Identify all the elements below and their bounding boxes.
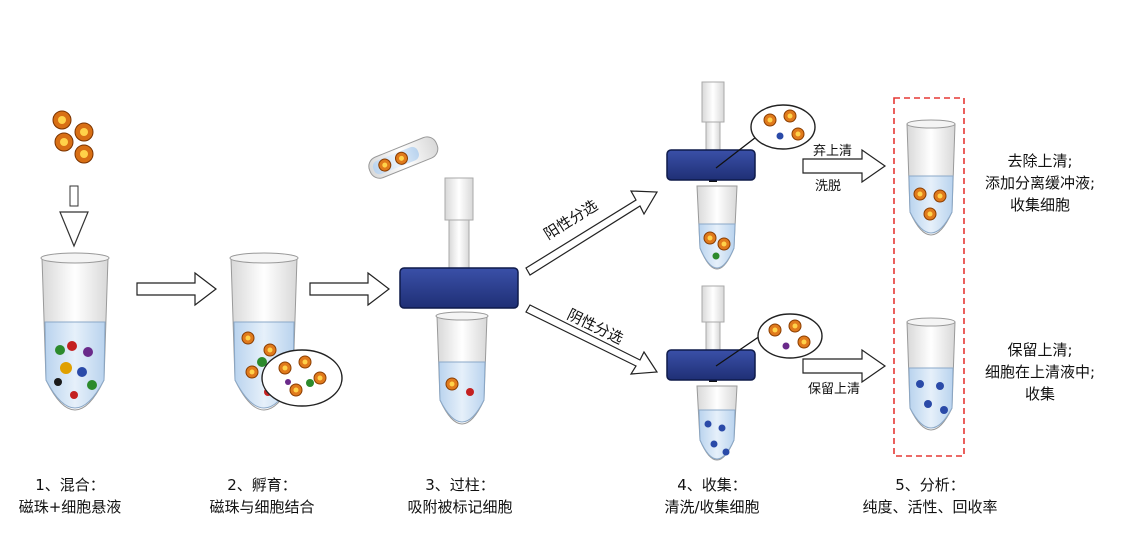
pointer-positive <box>715 133 761 169</box>
step-5-title: 5、分析： <box>895 476 965 494</box>
pointer-negative <box>715 335 761 367</box>
positive-branch-arrow: 阳性分选 <box>525 190 659 276</box>
tube-mix <box>40 252 110 411</box>
positive-note-3: 收集细胞 <box>1010 196 1070 214</box>
result-tube-negative <box>906 317 956 431</box>
discard-arrow <box>802 148 887 184</box>
negative-note-1: 保留上清; <box>1007 341 1072 359</box>
dropper-icon <box>59 185 89 248</box>
step-captions: 1、混合： 磁珠+细胞悬液 2、孵育： 磁珠与细胞结合 3、过柱： 吸附被标记细… <box>19 476 998 516</box>
zoom-bubble-incubate <box>261 349 343 407</box>
zoom-bubble-positive <box>750 104 816 150</box>
negative-branch-arrow: 阴性分选 <box>525 304 659 375</box>
flow-arrow-2 <box>309 271 390 307</box>
negative-notes: 保留上清; 细胞在上清液中; 收集 <box>985 341 1095 403</box>
tube-negative <box>696 385 738 461</box>
magnet-negative <box>666 349 756 381</box>
step-4-sub: 清洗/收集细胞 <box>664 498 759 516</box>
result-tube-positive <box>906 119 956 236</box>
step-1-sub: 磁珠+细胞悬液 <box>19 498 122 516</box>
step-2-sub: 磁珠与细胞结合 <box>209 498 314 516</box>
pour-tube <box>368 136 439 179</box>
negative-note-2: 细胞在上清液中; <box>985 363 1095 381</box>
collection-tube-3 <box>435 311 489 425</box>
tube-positive <box>696 185 738 270</box>
magnet-positive <box>666 149 756 181</box>
elute-label: 洗脱 <box>815 179 841 194</box>
positive-notes: 去除上清; 添加分离缓冲液; 收集细胞 <box>985 152 1095 214</box>
step-3-sub: 吸附被标记细胞 <box>407 498 512 516</box>
positive-note-2: 添加分离缓冲液; <box>985 174 1095 192</box>
negative-note-3: 收集 <box>1025 385 1055 403</box>
bead-cluster <box>52 110 94 164</box>
flow-arrow-1 <box>136 271 217 307</box>
magnet <box>399 267 519 309</box>
step-3-title: 3、过柱： <box>425 476 495 494</box>
positive-note-1: 去除上清; <box>1007 152 1072 170</box>
step-4-title: 4、收集： <box>677 476 747 494</box>
analysis-highlight-box <box>893 97 965 457</box>
step-5-sub: 纯度、活性、回收率 <box>862 498 997 516</box>
keep-label: 保留上清 <box>808 382 860 397</box>
discard-label: 弃上清 <box>813 144 852 159</box>
step-1-title: 1、混合： <box>35 476 105 494</box>
keep-arrow <box>802 348 887 384</box>
step-2-title: 2、孵育： <box>227 476 297 494</box>
zoom-bubble-negative <box>757 313 823 359</box>
